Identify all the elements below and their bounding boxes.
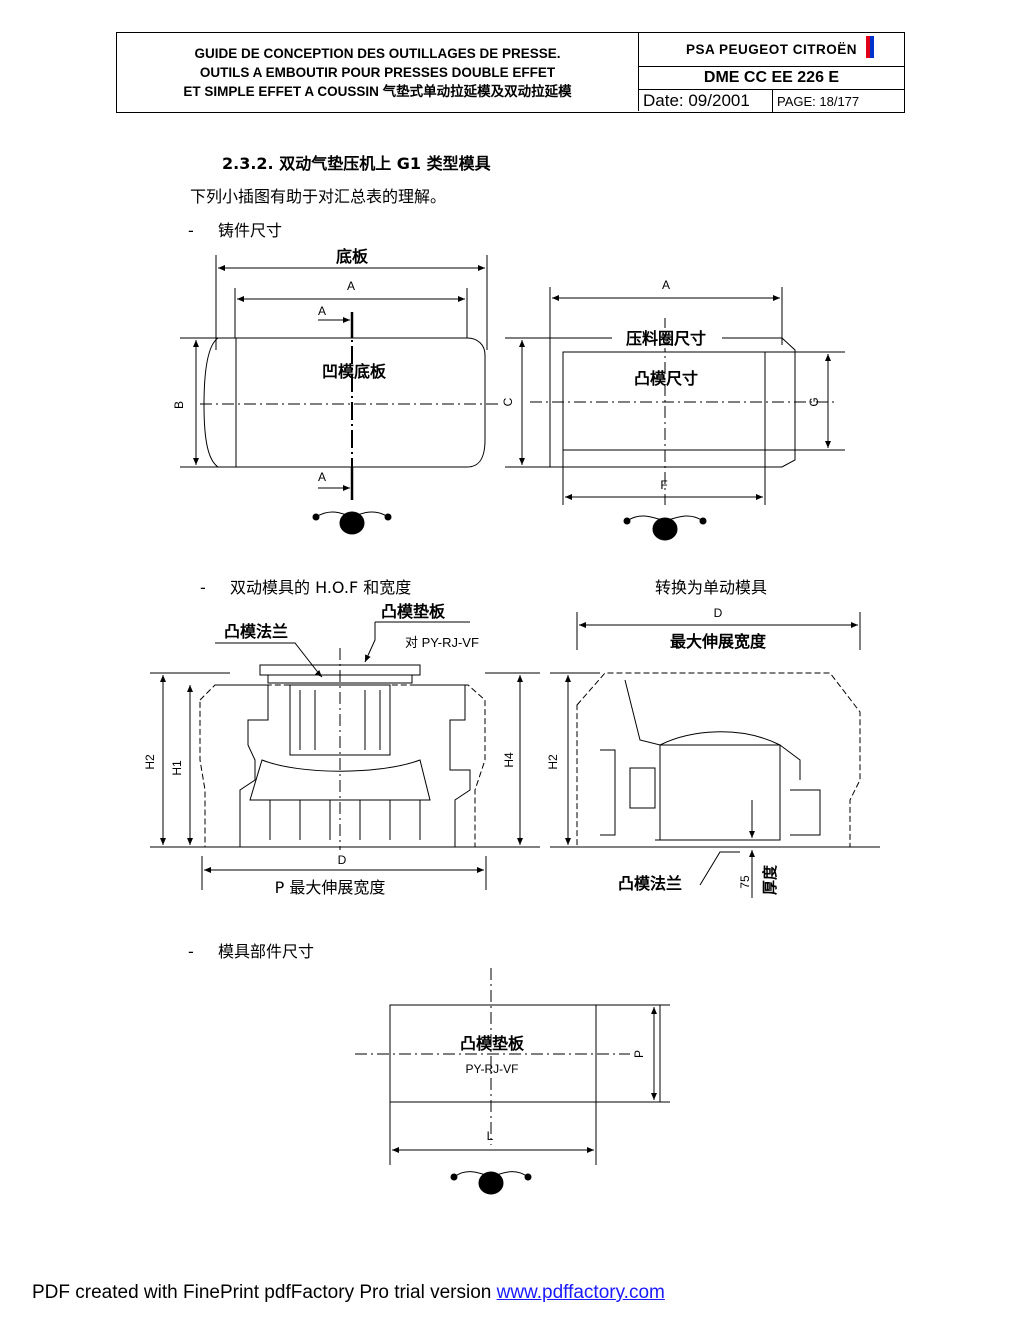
label-fig4-thickness: 厚度 bbox=[761, 864, 779, 895]
label-fig4-punch-flange: 凸模法兰 bbox=[618, 874, 682, 893]
label-fig5-p: P bbox=[632, 1050, 646, 1058]
label-section-a-top: A bbox=[318, 304, 326, 318]
label-section-a-bottom: A bbox=[318, 470, 326, 484]
label-fig2-f: F bbox=[660, 478, 667, 492]
footer-link[interactable]: www.pdffactory.com bbox=[496, 1282, 665, 1303]
label-punch-pad: 凸模垫板 bbox=[381, 602, 446, 621]
doc-ref: DME CC EE 226 E bbox=[639, 67, 904, 90]
convert-single-action: 转换为单动模具 bbox=[655, 578, 768, 597]
company-cell: PSA PEUGEOT CITROËN bbox=[639, 33, 904, 67]
label-fig5-ref: PY-RJ-VF bbox=[466, 1062, 519, 1076]
figure-punch-pad bbox=[355, 968, 670, 1195]
label-fig4-h2: H2 bbox=[546, 754, 560, 770]
label-fig4-75: 75 bbox=[738, 875, 752, 889]
bullet-part-dims: -模具部件尺寸 bbox=[188, 942, 315, 961]
label-fig4-max-width: 最大伸展宽度 bbox=[670, 632, 767, 651]
label-base-plate: 底板 bbox=[336, 247, 369, 266]
label-punch: 凸模尺寸 bbox=[634, 369, 698, 388]
title-line-1: GUIDE DE CONCEPTION DES OUTILLAGES DE PR… bbox=[194, 45, 561, 61]
company-name: PSA PEUGEOT CITROËN bbox=[685, 42, 858, 57]
label-fig3-d: D bbox=[338, 853, 347, 867]
label-fig2-c: C bbox=[501, 397, 515, 406]
bullet-casting-dims: -铸件尺寸 bbox=[188, 221, 283, 240]
label-fig1-a: A bbox=[347, 279, 355, 293]
label-fig4-d: D bbox=[714, 606, 723, 620]
pdf-footer: PDF created with FinePrint pdfFactory Pr… bbox=[32, 1282, 665, 1304]
figure-die-base bbox=[180, 255, 500, 535]
doc-date: Date: 09/2001 bbox=[639, 90, 773, 112]
label-die-base: 凹模底板 bbox=[322, 362, 387, 381]
label-fig3-h4: H4 bbox=[502, 752, 516, 768]
label-punch-flange: 凸模法兰 bbox=[224, 622, 288, 641]
psa-flag-logo bbox=[866, 36, 874, 58]
figure-punch-blankholder bbox=[505, 287, 845, 541]
footer-text: PDF created with FinePrint pdfFactory Pr… bbox=[32, 1282, 497, 1303]
document-title: GUIDE DE CONCEPTION DES OUTILLAGES DE PR… bbox=[117, 33, 639, 111]
intro-text: 下列小插图有助于对汇总表的理解。 bbox=[190, 187, 447, 206]
label-fig2-g: G bbox=[807, 397, 821, 406]
label-pad-ref: 对 PY-RJ-VF bbox=[405, 635, 479, 650]
figure-single-action-die bbox=[550, 612, 880, 898]
title-line-3: ET SIMPLE EFFET A COUSSIN 气垫式单动拉延模及双动拉延模 bbox=[183, 83, 572, 99]
title-line-2: OUTILS A EMBOUTIR POUR PRESSES DOUBLE EF… bbox=[199, 64, 556, 80]
document-header: GUIDE DE CONCEPTION DES OUTILLAGES DE PR… bbox=[116, 32, 905, 113]
label-fig3-h2: H2 bbox=[143, 754, 157, 770]
bullet-hof-width: -双动模具的 H.O.F 和宽度 bbox=[200, 578, 412, 597]
label-fig2-a: A bbox=[662, 278, 670, 292]
label-fig5-punch-pad: 凸模垫板 bbox=[460, 1034, 525, 1053]
label-fig3-h1: H1 bbox=[170, 760, 184, 776]
label-fig5-l: L bbox=[487, 1129, 494, 1143]
label-fig3-p: P 最大伸展宽度 bbox=[275, 878, 386, 897]
section-heading: 2.3.2. 双动气垫压机上 G1 类型模具 bbox=[222, 154, 491, 173]
page-number: PAGE: 18/177 bbox=[777, 93, 860, 109]
figure-double-action-die bbox=[150, 621, 540, 890]
label-blankholder: 压料圈尺寸 bbox=[626, 329, 706, 348]
label-fig1-b: B bbox=[172, 401, 186, 409]
header-info: PSA PEUGEOT CITROËN DME CC EE 226 E Date… bbox=[639, 33, 904, 112]
